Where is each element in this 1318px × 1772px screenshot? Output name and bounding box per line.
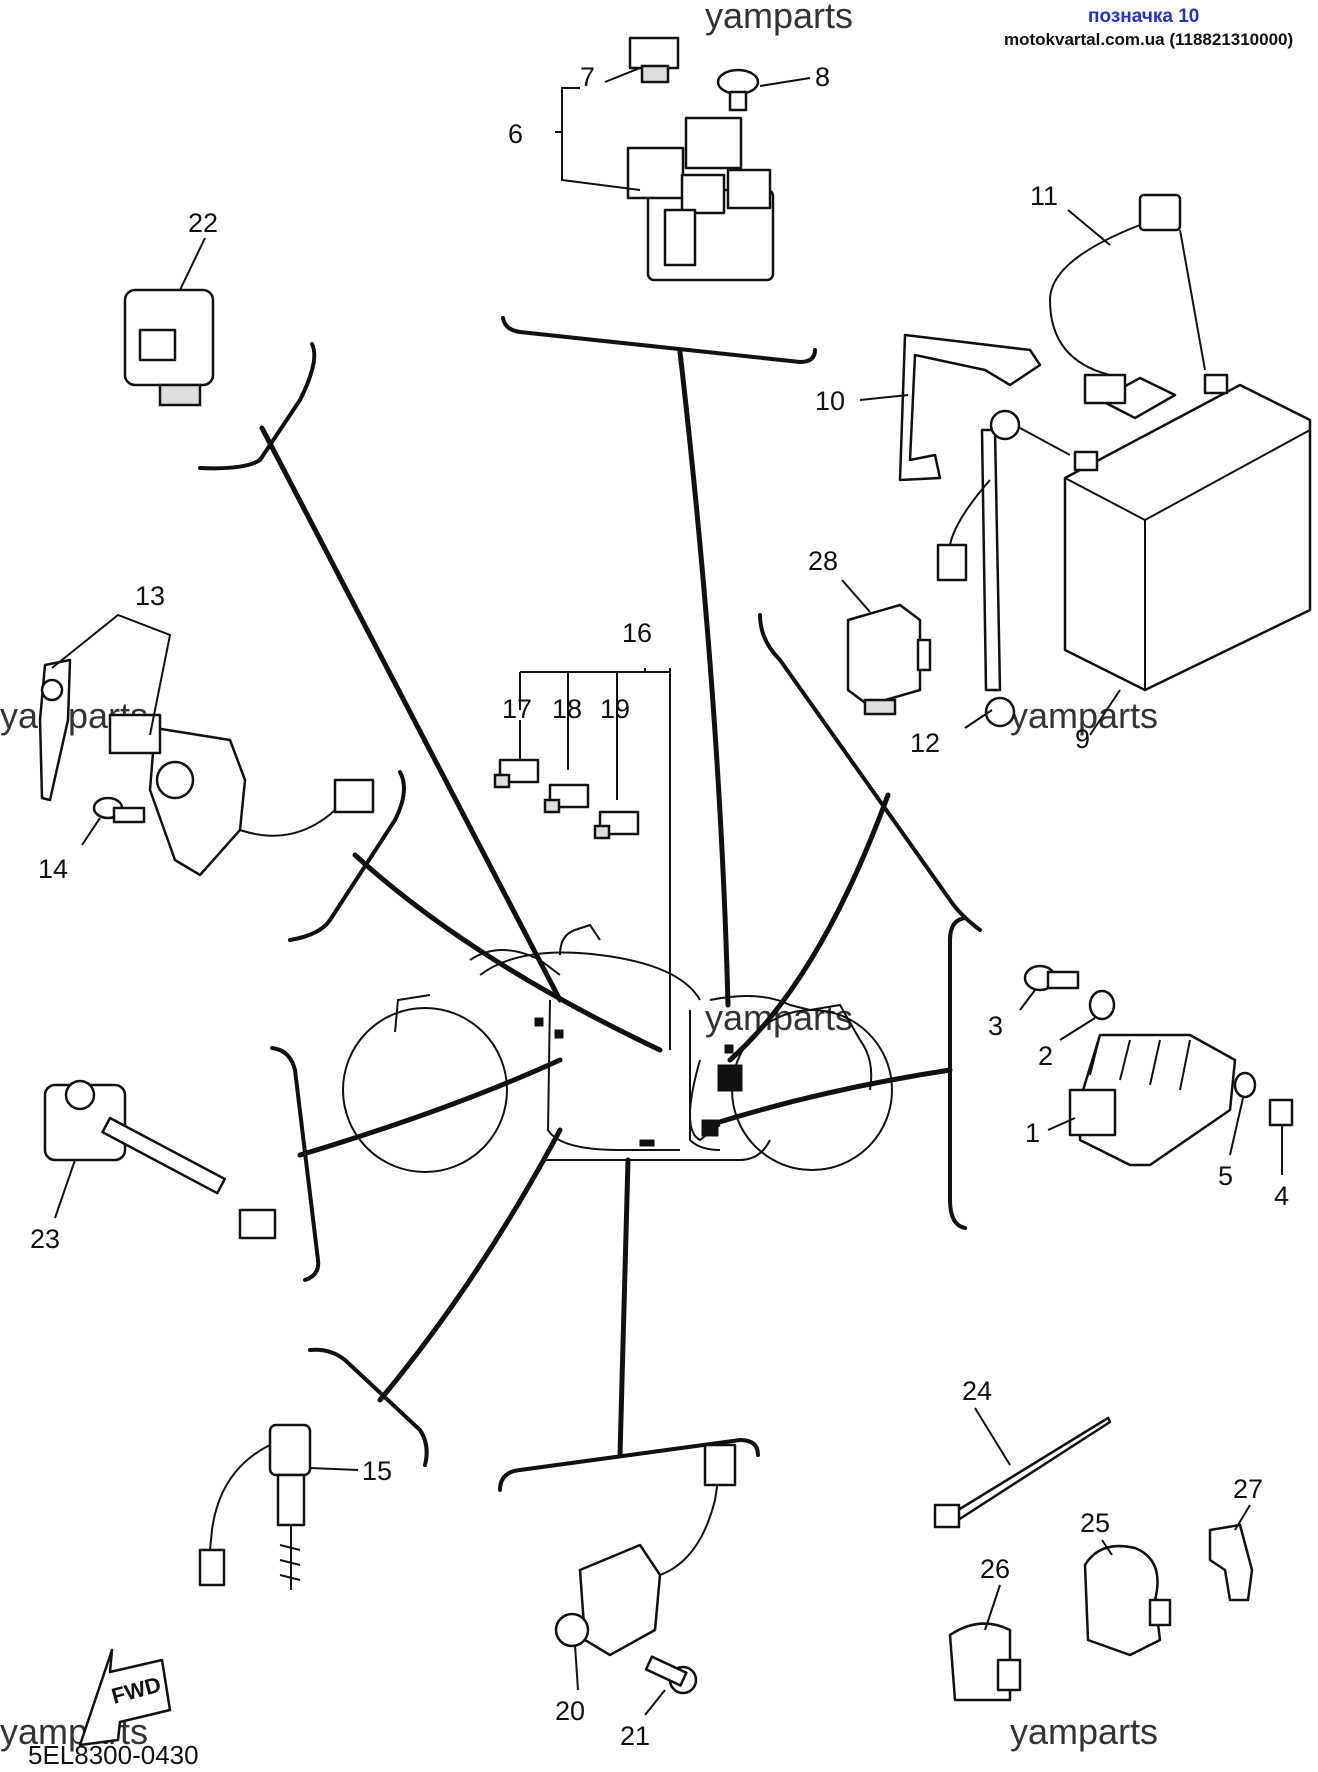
leader-8 (759, 77, 811, 87)
callout-20: 20 (555, 1696, 585, 1726)
clamp-25[interactable] (1083, 1544, 1172, 1657)
callout-17: 17 (502, 694, 532, 724)
rectifier-regulator[interactable] (1068, 1033, 1237, 1167)
sensor-20[interactable] (554, 1443, 737, 1657)
callout-10: 10 (815, 386, 845, 416)
callout-22: 22 (188, 208, 218, 238)
clip-27[interactable] (1208, 1523, 1254, 1602)
fwd-arrow: FWD (78, 1648, 172, 1747)
relay-28[interactable] (846, 603, 932, 716)
bolt-8[interactable] (716, 68, 760, 112)
flasher-relay[interactable] (123, 288, 215, 407)
leader-6 (555, 87, 641, 191)
callout-16: 16 (622, 618, 652, 648)
callout-4: 4 (1274, 1181, 1289, 1211)
screw-21[interactable] (644, 1655, 698, 1695)
callout-13: 13 (135, 581, 165, 611)
leader-24 (974, 1407, 1011, 1466)
leader-16 (519, 668, 670, 800)
callout-8: 8 (815, 62, 830, 92)
harness-lines (259, 349, 953, 1458)
leader-26 (984, 1584, 1001, 1631)
leader-23 (54, 1159, 76, 1219)
cable-tie-24[interactable] (933, 1416, 1112, 1529)
header-link[interactable]: позначка 10 (1088, 6, 1199, 27)
leader-5 (1229, 1097, 1244, 1156)
leader-21 (644, 1689, 666, 1716)
screw-14[interactable] (92, 796, 146, 824)
leader-2 (1059, 1017, 1096, 1041)
leader-12 (964, 709, 993, 729)
callout-21: 21 (620, 1721, 650, 1751)
switch-15[interactable] (198, 1423, 312, 1590)
callout-27: 27 (1233, 1474, 1263, 1504)
callout-1: 1 (1025, 1118, 1040, 1148)
ground-lead-12[interactable] (936, 409, 1071, 728)
starter-relay[interactable] (626, 116, 775, 282)
nut-4[interactable] (1268, 1098, 1294, 1127)
leader-7 (604, 67, 641, 83)
callout-25: 25 (1080, 1508, 1110, 1538)
leader-10 (859, 394, 909, 401)
clamp-26[interactable] (948, 1622, 1022, 1702)
callout-2: 2 (1038, 1041, 1053, 1071)
callout-23: 23 (30, 1224, 60, 1254)
battery-cable-10[interactable] (898, 333, 1042, 482)
callout-12: 12 (910, 728, 940, 758)
watermark: yamparts (705, 0, 853, 36)
leader-25 (1101, 1539, 1113, 1556)
sensor-23[interactable] (43, 1079, 277, 1240)
header-site: motokvartal.com.ua (118821310000) (1004, 30, 1293, 49)
bolt-3[interactable] (1023, 964, 1080, 992)
callout-3: 3 (988, 1011, 1003, 1041)
leader-13 (51, 613, 172, 736)
leader-27 (1234, 1504, 1251, 1531)
leader-15 (309, 1467, 359, 1471)
callout-18: 18 (552, 694, 582, 724)
callout-14: 14 (38, 854, 68, 884)
leader-28 (841, 579, 871, 613)
leader-14 (81, 817, 101, 846)
fuse-19[interactable] (593, 810, 640, 840)
callout-28: 28 (808, 546, 838, 576)
callout-19: 19 (600, 694, 630, 724)
leader-3 (1019, 989, 1036, 1011)
leader-9 (1089, 689, 1121, 736)
leader-11 (1067, 209, 1111, 246)
watermark: yamparts (1010, 1711, 1158, 1752)
callout-5: 5 (1218, 1161, 1233, 1191)
leader-1 (1047, 1117, 1076, 1131)
fuse-7[interactable] (628, 36, 680, 84)
leader-22 (179, 237, 206, 291)
battery[interactable] (1063, 373, 1312, 692)
callout-7: 7 (580, 62, 595, 92)
callout-6: 6 (508, 119, 523, 149)
leader-20 (574, 1644, 579, 1691)
main-switch[interactable] (38, 658, 375, 877)
fuse-18[interactable] (543, 783, 590, 814)
callout-15: 15 (362, 1456, 392, 1486)
callout-11: 11 (1030, 181, 1058, 211)
callout-24: 24 (962, 1376, 992, 1406)
watermark: yamparts (1010, 695, 1158, 736)
fuse-17[interactable] (493, 758, 540, 789)
group-brackets (198, 316, 982, 1492)
callout-26: 26 (980, 1554, 1010, 1584)
callout-9: 9 (1075, 724, 1090, 754)
callout-labels: 1 2 3 4 5 6 7 8 9 10 11 12 13 14 15 16 1… (30, 62, 1289, 1751)
diagram-code: 5EL8300-0430 (28, 1740, 199, 1770)
battery-cable-11[interactable] (1048, 193, 1206, 405)
washer-2[interactable] (1088, 989, 1116, 1021)
washer-5[interactable] (1233, 1071, 1257, 1099)
